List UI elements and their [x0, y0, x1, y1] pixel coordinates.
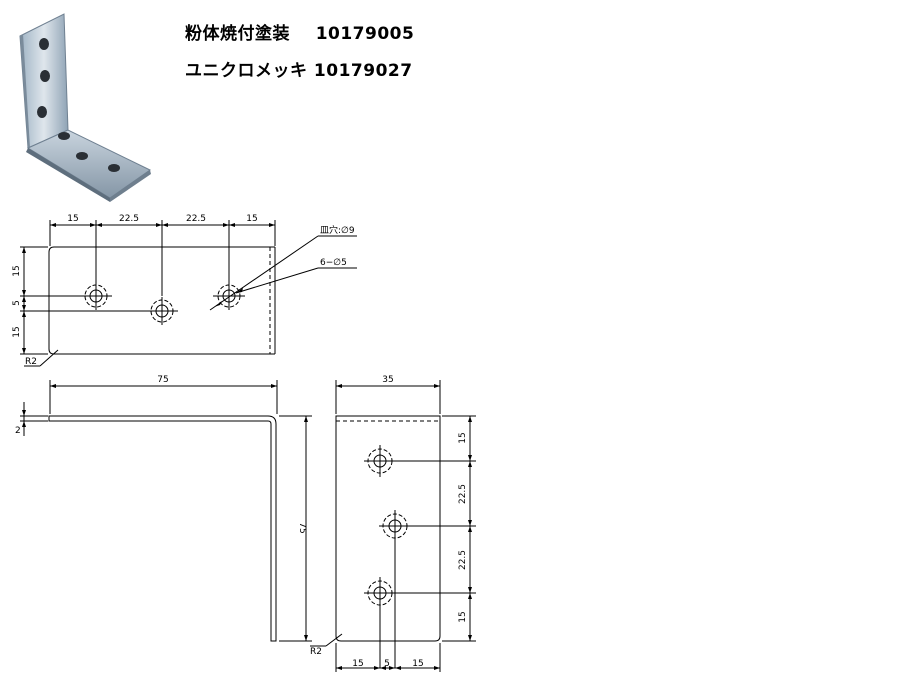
callout-holes: 6−∅5 [320, 258, 347, 268]
dim-right-4: 15 [458, 611, 468, 622]
front-view [310, 380, 476, 672]
hole-b [379, 510, 476, 542]
title-line-unichrome: ユニクロメッキ 10179027 [185, 56, 413, 81]
dim-top-4: 15 [246, 214, 257, 224]
dim-side-vertical: 75 [297, 522, 307, 533]
dim-top-1: 15 [67, 214, 78, 224]
dim-thickness: 2 [15, 426, 21, 436]
side-view [20, 380, 312, 642]
dim-bottom-2: 5 [384, 659, 390, 669]
hole-c [364, 577, 476, 668]
hole-2 [146, 297, 178, 325]
hole-a [364, 445, 476, 477]
radius-label-front: R2 [310, 647, 322, 657]
title-line-powder-coat: 粉体焼付塗装 10179005 [185, 19, 414, 44]
product-code: 10179005 [315, 24, 415, 44]
dim-top-3: 22.5 [186, 214, 206, 224]
dim-top-2: 22.5 [119, 214, 139, 224]
dim-right-3: 22.5 [458, 550, 468, 570]
bracket-photo [19, 13, 151, 202]
callout-countersink: 皿穴:∅9 [320, 224, 355, 236]
dim-left-3: 15 [12, 326, 22, 337]
finish-label: ユニクロメッキ [185, 61, 308, 81]
product-code: 10179027 [313, 61, 413, 81]
hole-1 [80, 282, 112, 310]
dim-right-1: 15 [458, 432, 468, 443]
dim-bottom-3: 15 [412, 659, 423, 669]
dim-bottom-1: 15 [352, 659, 363, 669]
dim-right-2: 22.5 [458, 484, 468, 504]
top-view [20, 220, 357, 367]
dim-front-width: 35 [382, 375, 393, 385]
dim-left-1: 15 [12, 265, 22, 276]
finish-label: 粉体焼付塗装 [185, 24, 290, 44]
dim-left-2: 5 [12, 300, 22, 306]
hole-3 [213, 282, 245, 310]
dim-side-horizontal: 75 [157, 375, 168, 385]
radius-label-top: R2 [25, 357, 37, 367]
